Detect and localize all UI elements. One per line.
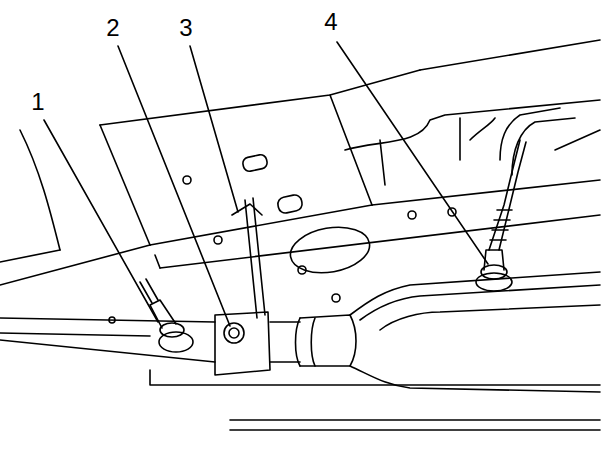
floor-hole (277, 194, 304, 215)
floor-hole (287, 221, 373, 278)
catalytic-converter (350, 366, 600, 392)
oxygen-sensor (484, 250, 504, 270)
floor-rib (372, 180, 600, 205)
catalytic-converter (350, 272, 600, 315)
floor-rib (155, 255, 160, 268)
brake-line (512, 118, 575, 175)
frame-edge (230, 419, 600, 421)
floor-hole (242, 154, 268, 173)
brake-line (500, 108, 560, 160)
brake-line (555, 130, 600, 150)
floor-edge (20, 130, 60, 250)
rivet (214, 236, 222, 244)
pipe-flange (311, 318, 315, 366)
frame-edge (230, 429, 600, 431)
oxygen-sensor (476, 273, 512, 291)
leader-line (337, 42, 488, 264)
frame-rail (345, 100, 600, 150)
sensor-lead (490, 210, 512, 240)
rivet (183, 176, 191, 184)
leader-line (44, 120, 158, 322)
pipe-flange (296, 318, 301, 366)
sensor-lead (140, 279, 158, 303)
callout-number: 3 (179, 16, 192, 40)
floor-edge (420, 40, 600, 70)
sensor-lead (489, 140, 520, 250)
floor-edge (100, 125, 150, 245)
floor-edge (0, 245, 150, 285)
oxygen-sensor (160, 323, 184, 337)
rivet (408, 211, 416, 219)
exhaust-pipe (270, 321, 300, 323)
hanger-bracket (215, 312, 270, 375)
frame-rail (380, 140, 385, 185)
bracket-rod (253, 198, 265, 315)
leader-line (118, 46, 230, 326)
bracket-bolt (229, 328, 239, 338)
catalytic-converter (380, 305, 600, 330)
rivet (332, 294, 340, 302)
floor-edge (100, 70, 420, 125)
floor-rib (330, 95, 372, 205)
bracket-bolt (224, 323, 244, 343)
sensor-lead (499, 142, 526, 250)
callout-number: 4 (324, 10, 337, 34)
frame-rail (470, 118, 495, 140)
exhaust-pipe (0, 333, 150, 336)
floor-edge (0, 250, 60, 262)
catalytic-converter (360, 285, 600, 320)
frame-edge (150, 370, 600, 385)
callout-number: 2 (106, 16, 119, 40)
rivet (298, 266, 306, 274)
pipe-flange (300, 315, 356, 366)
exhaust-pipe (270, 361, 300, 363)
leader-line (190, 46, 238, 212)
floor-rib (160, 215, 600, 268)
frame-rail (459, 118, 461, 160)
exhaust-pipe (0, 318, 215, 322)
callout-number: 1 (31, 90, 44, 114)
